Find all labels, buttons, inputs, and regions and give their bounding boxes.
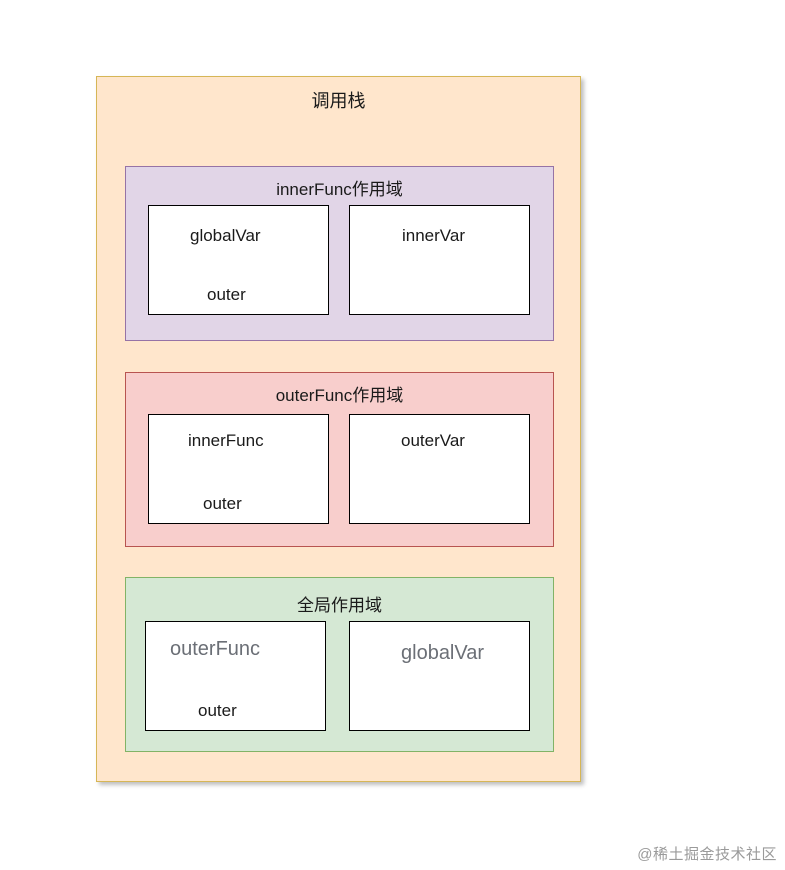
outer-scope-right-box: outerVar xyxy=(349,414,530,524)
inner-scope-outer-label: outer xyxy=(207,285,246,304)
inner-func-scope-title: innerFunc作用域 xyxy=(276,180,403,199)
global-scope-title: 全局作用域 xyxy=(297,596,382,615)
global-scope-outer-label: outer xyxy=(198,701,237,720)
inner-scope-right-box: innerVar xyxy=(349,205,530,315)
inner-scope-left-box: globalVar outer xyxy=(148,205,329,315)
outer-scope-outer-label: outer xyxy=(203,494,242,513)
outer-func-scope: outerFunc作用域 innerFunc outer outerVar xyxy=(125,372,554,547)
outer-func-scope-title: outerFunc作用域 xyxy=(275,386,404,405)
outer-scope-inner-func-label: innerFunc xyxy=(188,431,264,450)
global-scope-right-box: globalVar xyxy=(349,621,530,731)
call-stack-title: 调用栈 xyxy=(311,91,366,111)
global-scope-global-var-label: globalVar xyxy=(401,642,485,664)
inner-func-scope: innerFunc作用域 globalVar outer innerVar xyxy=(125,166,554,341)
call-stack-container: 调用栈 innerFunc作用域 globalVar outer innerVa… xyxy=(96,76,581,782)
watermark: @稀土掘金技术社区 xyxy=(637,846,777,863)
inner-scope-global-var-label: globalVar xyxy=(190,226,261,245)
global-scope: 全局作用域 outerFunc outer globalVar xyxy=(125,577,554,752)
outer-scope-left-box: innerFunc outer xyxy=(148,414,329,524)
global-scope-left-box: outerFunc outer xyxy=(145,621,326,731)
global-scope-outer-func-label: outerFunc xyxy=(170,638,261,660)
inner-scope-inner-var-label: innerVar xyxy=(402,226,465,245)
outer-scope-outer-var-label: outerVar xyxy=(401,431,465,450)
